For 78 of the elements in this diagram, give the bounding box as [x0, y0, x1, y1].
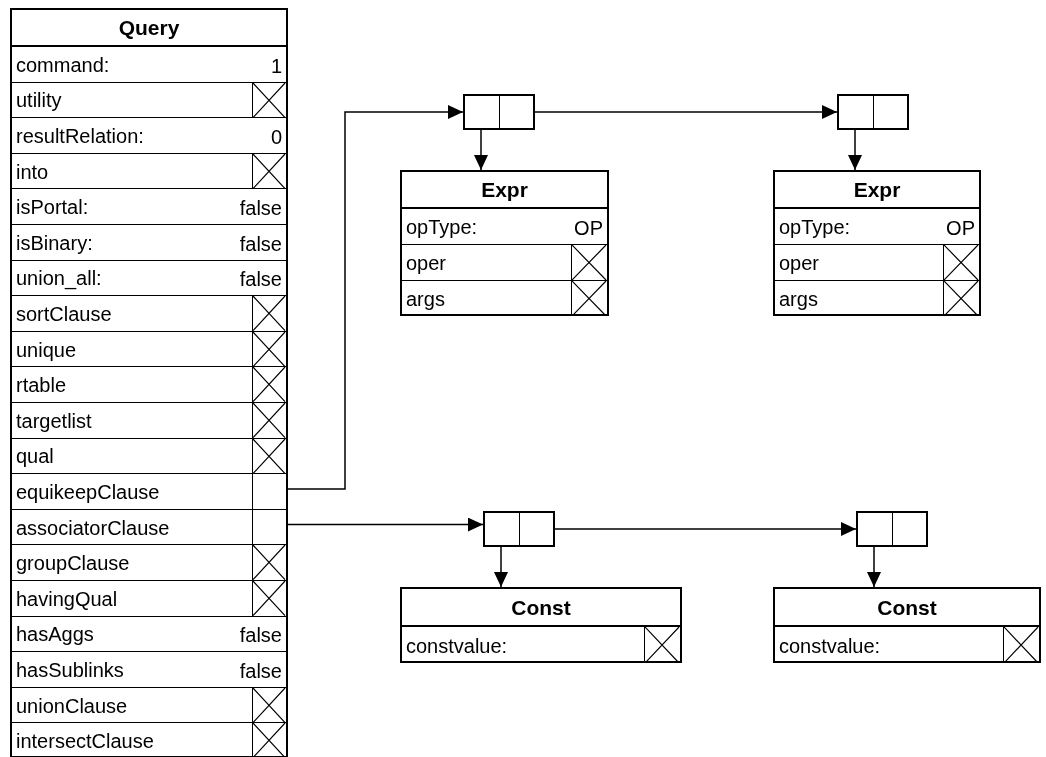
field-name: unique [16, 339, 77, 360]
list-cell [837, 94, 909, 130]
field-value: false [239, 233, 282, 254]
field-value: OP [574, 218, 603, 238]
field-row [12, 508, 286, 545]
field-row [12, 722, 286, 757]
field-name: targetlist [16, 410, 92, 431]
field-name: oper [406, 253, 447, 273]
struct-title: Expr [481, 179, 528, 200]
field-row [775, 244, 979, 280]
field-row [402, 280, 607, 316]
arrow [494, 546, 508, 588]
field-name: associatorClause [16, 517, 170, 538]
field-row [775, 280, 979, 316]
field-value: false [239, 269, 282, 290]
field-name: groupClause [16, 553, 130, 574]
struct-title: Const [877, 596, 937, 618]
arrow [534, 105, 838, 119]
field-row [775, 626, 1039, 663]
arrow [474, 129, 488, 171]
field-name: isBinary: [16, 232, 93, 253]
struct-title: Expr [853, 179, 901, 200]
field-value: false [239, 661, 282, 681]
field-name: equikeepClause [16, 482, 160, 502]
field-value: OP [946, 218, 975, 238]
field-row [12, 81, 286, 118]
field-name: hasAggs [16, 624, 94, 645]
field-row [12, 473, 286, 509]
field-row [12, 686, 286, 723]
field-name: qual [16, 446, 54, 467]
field-name: intersectClause [16, 731, 154, 752]
list-cell [463, 94, 535, 130]
list-cell [856, 511, 928, 547]
field-name: hasSublinks [16, 660, 124, 680]
struct-box [400, 587, 682, 663]
field-value: false [239, 198, 282, 219]
field-name: oper [779, 253, 820, 273]
field-row [12, 580, 286, 616]
field-name: isPortal: [16, 197, 89, 218]
field-value: false [239, 625, 282, 646]
field-name: opType: [779, 217, 851, 237]
field-value: 1 [270, 55, 282, 76]
field-row [402, 626, 680, 663]
arrow [848, 129, 862, 171]
field-name: command: [16, 54, 110, 75]
field-row [12, 437, 286, 474]
field-name: sortClause [16, 304, 112, 324]
list-cell [483, 511, 555, 547]
field-name: into [16, 161, 49, 182]
arrow [867, 546, 881, 588]
field-row [12, 295, 286, 331]
struct-title: Const [511, 596, 571, 618]
arrow [287, 517, 484, 532]
arrow [287, 105, 464, 490]
struct-box [10, 8, 288, 757]
field-name: rtable [16, 375, 67, 396]
struct-title: Query [118, 17, 180, 38]
field-row [402, 244, 607, 280]
field-row [12, 366, 286, 402]
struct-box [773, 170, 981, 316]
field-row [12, 544, 286, 580]
field-name: args [779, 289, 818, 309]
field-name: args [406, 289, 445, 309]
field-name: constvalue: [779, 635, 881, 656]
field-name: havingQual [16, 588, 118, 609]
field-row [12, 152, 286, 189]
struct-box [400, 170, 609, 316]
field-row [12, 330, 286, 367]
field-name: constvalue: [406, 635, 508, 656]
field-name: utility [16, 90, 62, 111]
field-name: opType: [406, 217, 478, 237]
field-row [12, 402, 286, 438]
field-name: union_all: [16, 268, 102, 289]
field-name: unionClause [16, 695, 128, 716]
field-name: resultRelation: [16, 126, 144, 146]
struct-box [773, 587, 1041, 663]
arrow [554, 522, 857, 536]
field-value: 0 [270, 127, 282, 147]
